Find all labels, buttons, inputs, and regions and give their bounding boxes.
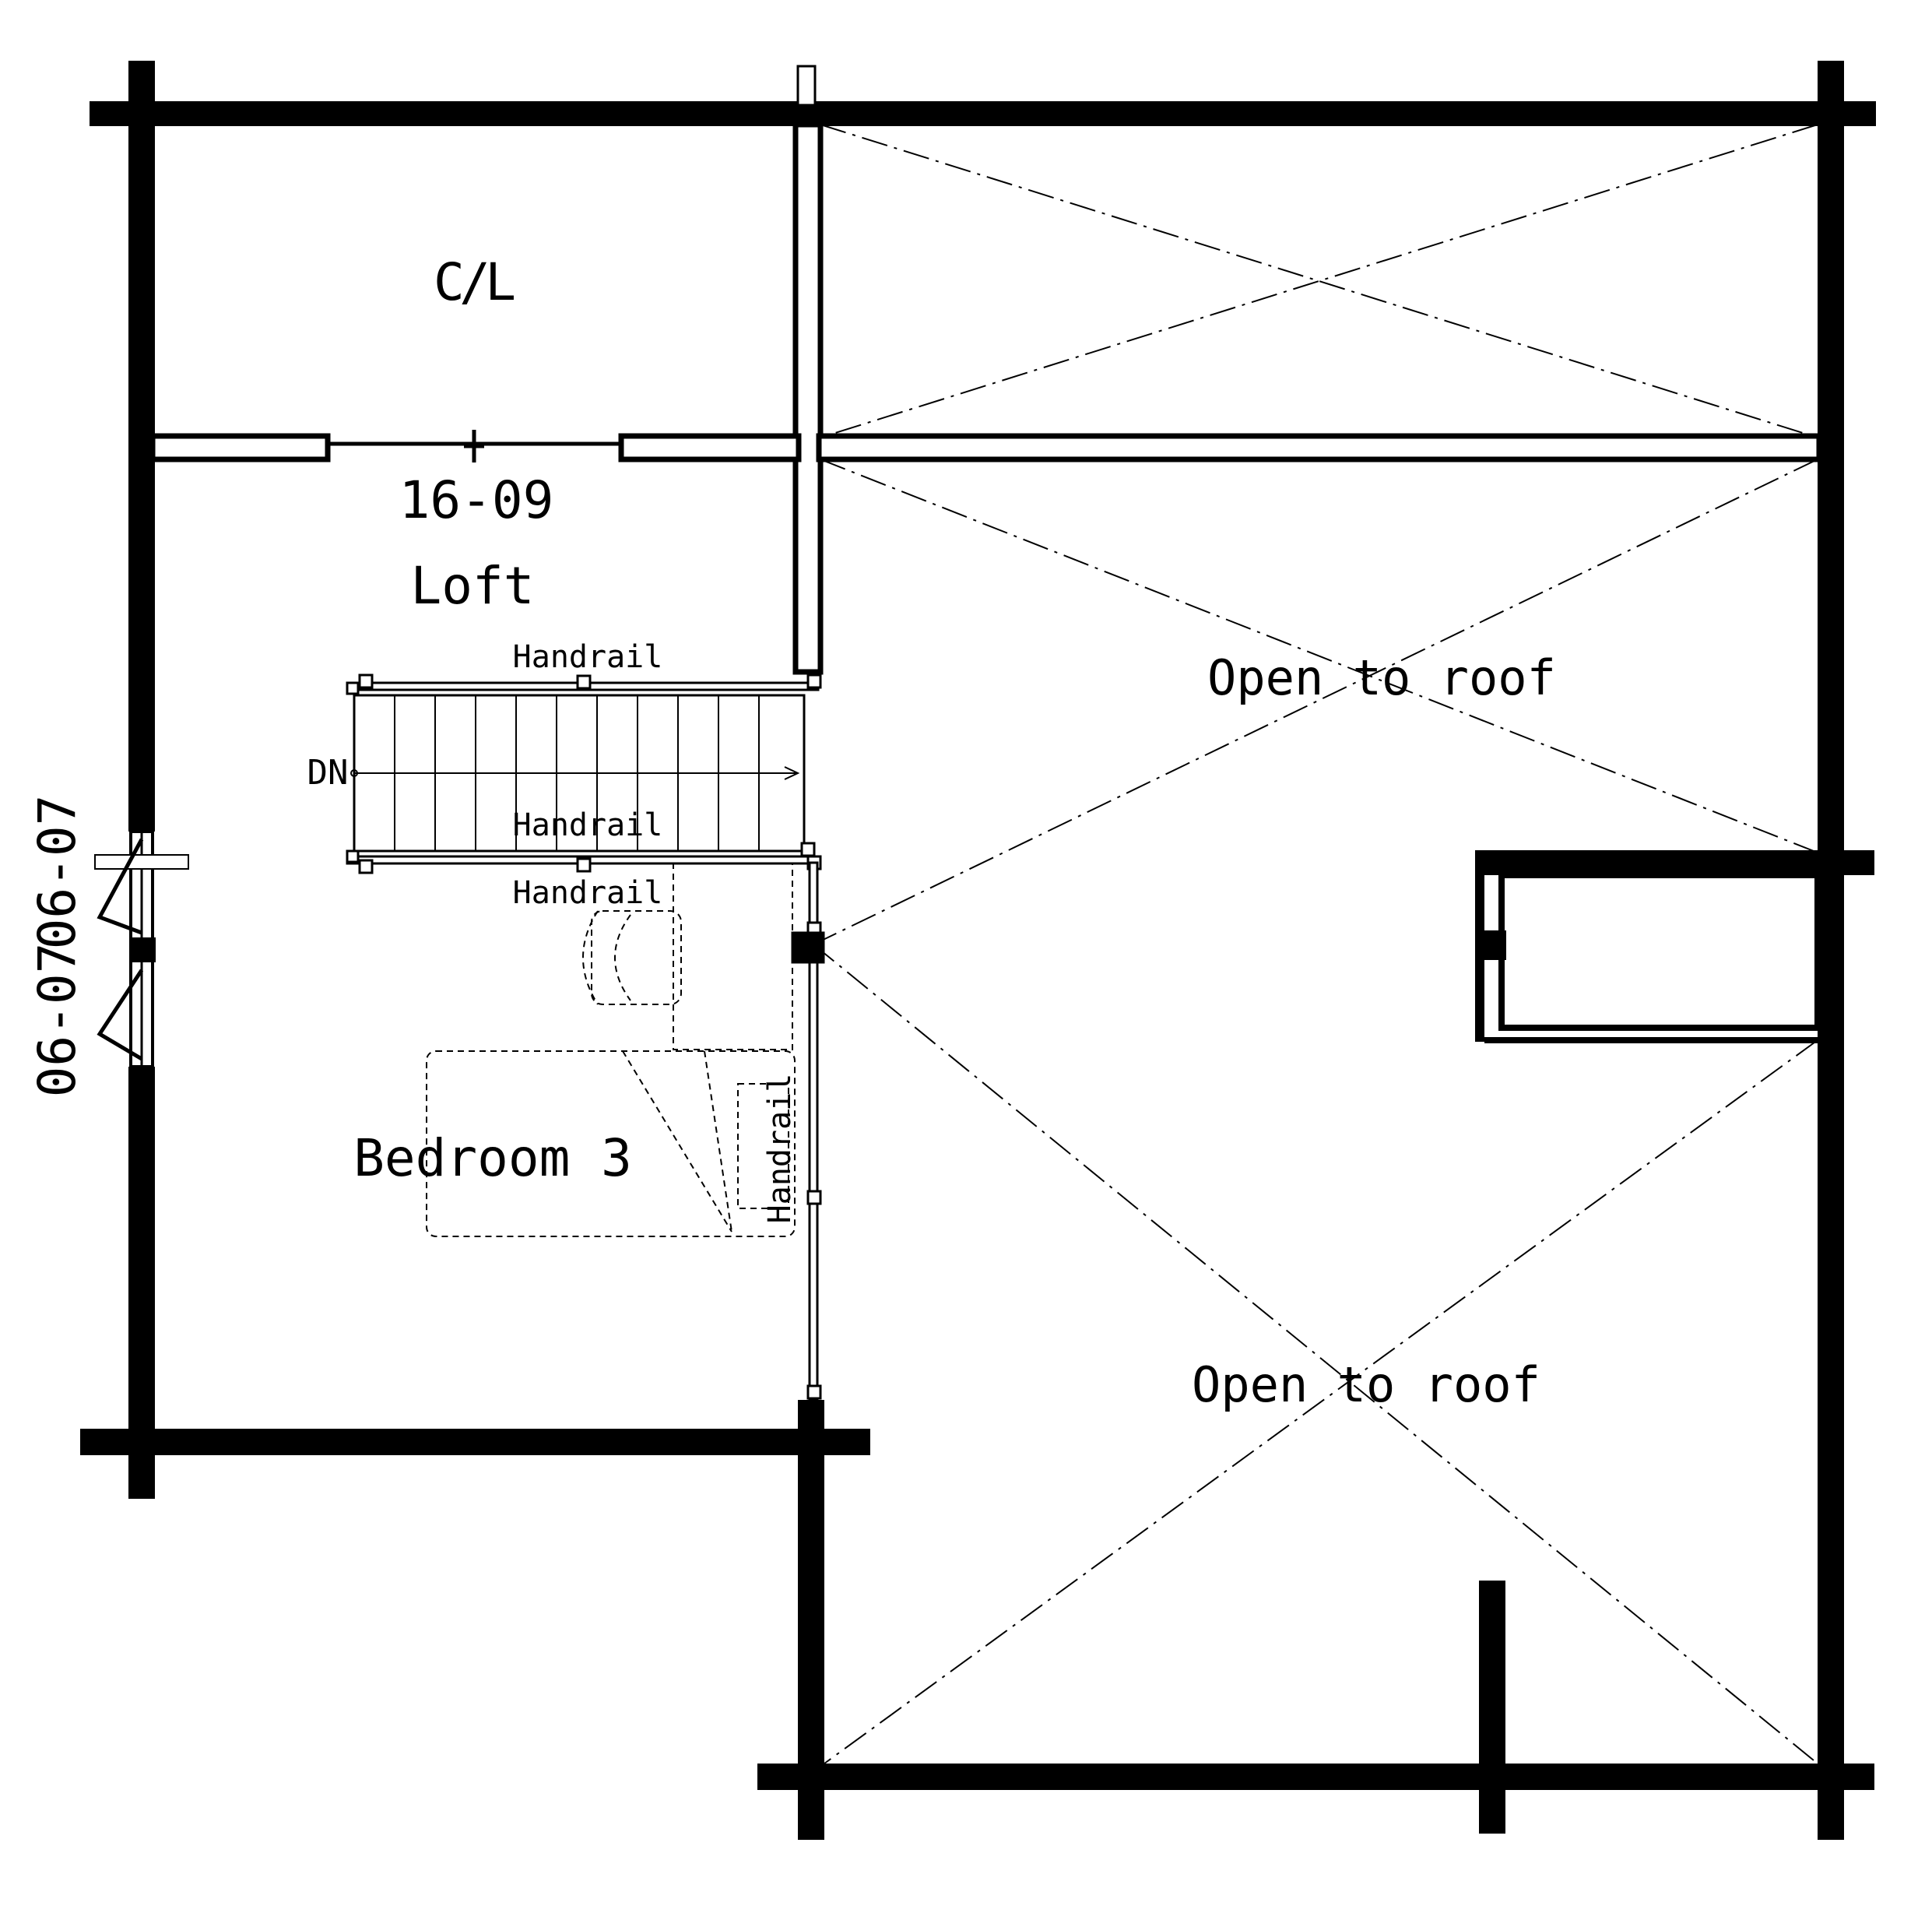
window-mullion [129,937,156,962]
bed-fold-2 [704,1050,732,1233]
railing-post [791,931,825,964]
wall-bottom-left [80,1429,870,1455]
window-swing-lower [97,969,144,1061]
wardrobe-outline [673,863,793,1050]
partition-cl-left [149,433,331,462]
partition-vertical [792,121,824,675]
closet-label: C/L [434,252,516,312]
bed-fold-1 [622,1050,732,1233]
loft-dimension: 16-09 [399,470,554,530]
stair-arrow-start [350,769,358,777]
interior-walls [149,121,1822,675]
rail-box [737,1083,789,1209]
stair-handrail-bottom-label: Handrail [513,807,663,843]
bed [426,1050,796,1237]
railing-vertical [808,861,819,1401]
post-bottom [1479,1581,1505,1834]
bedroom-handrail-label: Handrail [513,875,663,911]
window-dim-b: 06-07 [27,795,87,950]
open-to-roof-upper: Open to roof [1207,649,1556,706]
partition-open [816,433,1822,462]
post-top-mark [796,65,817,107]
wall-bottom [757,1764,1874,1790]
wall-bump-top [1475,850,1874,875]
stair-direction: DN [307,753,349,793]
left-windows [94,830,189,1068]
chair [591,910,682,1005]
exterior-walls [80,61,1876,1840]
bump-out-outline [1484,872,1821,1043]
open-lower-diag-2 [824,1039,1818,1764]
wall-left-lower [128,1067,155,1499]
open-mid-diag-1 [820,459,1818,853]
bump-inner-box [1498,872,1821,1031]
window-dim-a: 06-07 [27,943,87,1098]
bedroom-railing [791,861,825,1401]
open-lower-diag-1 [813,944,1818,1764]
wall-right [1818,61,1844,1840]
stair-arrow-head [784,766,800,780]
window-swing-upper [97,838,144,935]
bedroom-furniture [426,863,796,1237]
bedroom-handrail-vertical-label: Handrail [762,1074,798,1224]
partition-cl-right [618,433,802,462]
loft-label: Loft [411,556,535,616]
chair-seat-curve [614,914,631,1001]
stair-handrail-top-label: Handrail [513,639,663,675]
bedroom-label: Bedroom 3 [353,1128,632,1188]
open-to-roof-lower: Open to roof [1192,1356,1540,1413]
chair-back [582,910,599,1005]
open-mid-diag-2 [813,459,1818,945]
window-sill [94,854,189,870]
wall-top [90,101,1876,126]
open-to-roof-lines [813,124,1818,1764]
